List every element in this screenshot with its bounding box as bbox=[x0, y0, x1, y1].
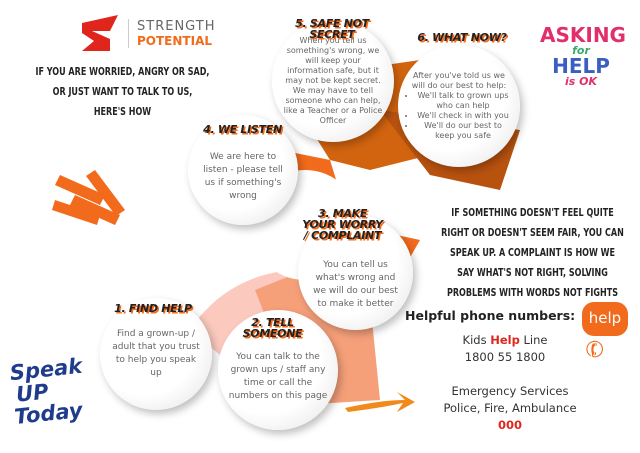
help-bubble-icon: help bbox=[582, 302, 628, 336]
step-3-circle: You can tell us what's wrong and we will… bbox=[298, 215, 413, 330]
kids-line-word: Line bbox=[519, 333, 548, 347]
step-4-title: 4. WE LISTEN bbox=[203, 123, 282, 136]
brand-line1: STRENGTH bbox=[137, 18, 216, 34]
sticker-line2: for bbox=[572, 44, 590, 57]
emergency-number[interactable]: 000 bbox=[497, 418, 522, 432]
step-3-text: You can tell us what's wrong and we will… bbox=[313, 259, 398, 309]
step-5-title: 5. SAFE NOT SECRET bbox=[295, 17, 369, 41]
emergency-services: Emergency Services Police, Fire, Ambulan… bbox=[430, 383, 590, 434]
step-5-text: When you tell us something's wrong, we w… bbox=[283, 36, 383, 125]
emergency-label: Emergency Services bbox=[451, 384, 569, 398]
step-6-title: 6. WHAT NOW? bbox=[417, 31, 507, 44]
kids-help-word: Help bbox=[490, 333, 520, 347]
complaint-text: IF SOMETHING DOESN'T FEEL QUITE RIGHT OR… bbox=[441, 207, 624, 299]
step-4-circle: We are here to listen - please tell us i… bbox=[188, 115, 298, 225]
step-1-text: Find a grown-up / adult that you trust t… bbox=[112, 329, 200, 378]
step-3-title: 3. MAKE YOUR WORRY / COMPLAINT bbox=[302, 207, 383, 242]
kids-label: Kids bbox=[462, 333, 491, 347]
step-1-title: 1. FIND HELP bbox=[114, 302, 192, 315]
speak-up-today-logo: Speak UP Today bbox=[9, 354, 95, 429]
step-5-circle: When you tell us something's wrong, we w… bbox=[272, 20, 394, 142]
kids-helpline: Kids Help Line 1800 55 1800 bbox=[450, 332, 560, 366]
sticker-line3: HELP bbox=[552, 54, 610, 78]
brand-line2: POTENTIAL bbox=[137, 33, 213, 48]
step-6-bullets: We'll talk to grown ups who can help We'… bbox=[408, 91, 510, 141]
kids-number[interactable]: 1800 55 1800 bbox=[464, 350, 546, 364]
arrows-left-icon bbox=[52, 170, 125, 225]
step-4-text: We are here to listen - please tell us i… bbox=[203, 152, 283, 201]
intro-text: IF YOU ARE WORRIED, ANGRY OR SAD, OR JUS… bbox=[35, 66, 210, 118]
strength-logo-icon bbox=[82, 15, 118, 51]
step-6-circle: After you've told us we will do our best… bbox=[398, 45, 520, 167]
step-1-circle: Find a grown-up / adult that you trust t… bbox=[100, 298, 212, 410]
arrow-right-icon bbox=[345, 392, 415, 412]
step-6-bullet: We'll check in with you bbox=[416, 111, 510, 121]
step-2-text: You can talk to the grown ups / staff an… bbox=[228, 352, 328, 401]
emergency-sub: Police, Fire, Ambulance bbox=[443, 401, 577, 415]
step-2-title: 2. TELL SOMEONE bbox=[242, 316, 303, 340]
sticker-line4: is OK bbox=[564, 75, 598, 88]
step-2-circle: You can talk to the grown ups / staff an… bbox=[218, 310, 338, 430]
sticker-line1: ASKING bbox=[540, 23, 626, 47]
phone-heading: Helpful phone numbers: bbox=[405, 308, 576, 323]
step-6-bullet: We'll talk to grown ups who can help bbox=[416, 91, 510, 111]
help-bubble-label: help bbox=[588, 309, 622, 327]
brand-logo: STRENGTH POTENTIAL bbox=[80, 13, 216, 53]
step-6-text: After you've told us we will do our best… bbox=[411, 71, 507, 90]
step-6-bullet: We'll do our best to keep you safe bbox=[416, 121, 510, 141]
asking-for-help-sticker: ASKING for HELP is OK bbox=[540, 23, 626, 88]
